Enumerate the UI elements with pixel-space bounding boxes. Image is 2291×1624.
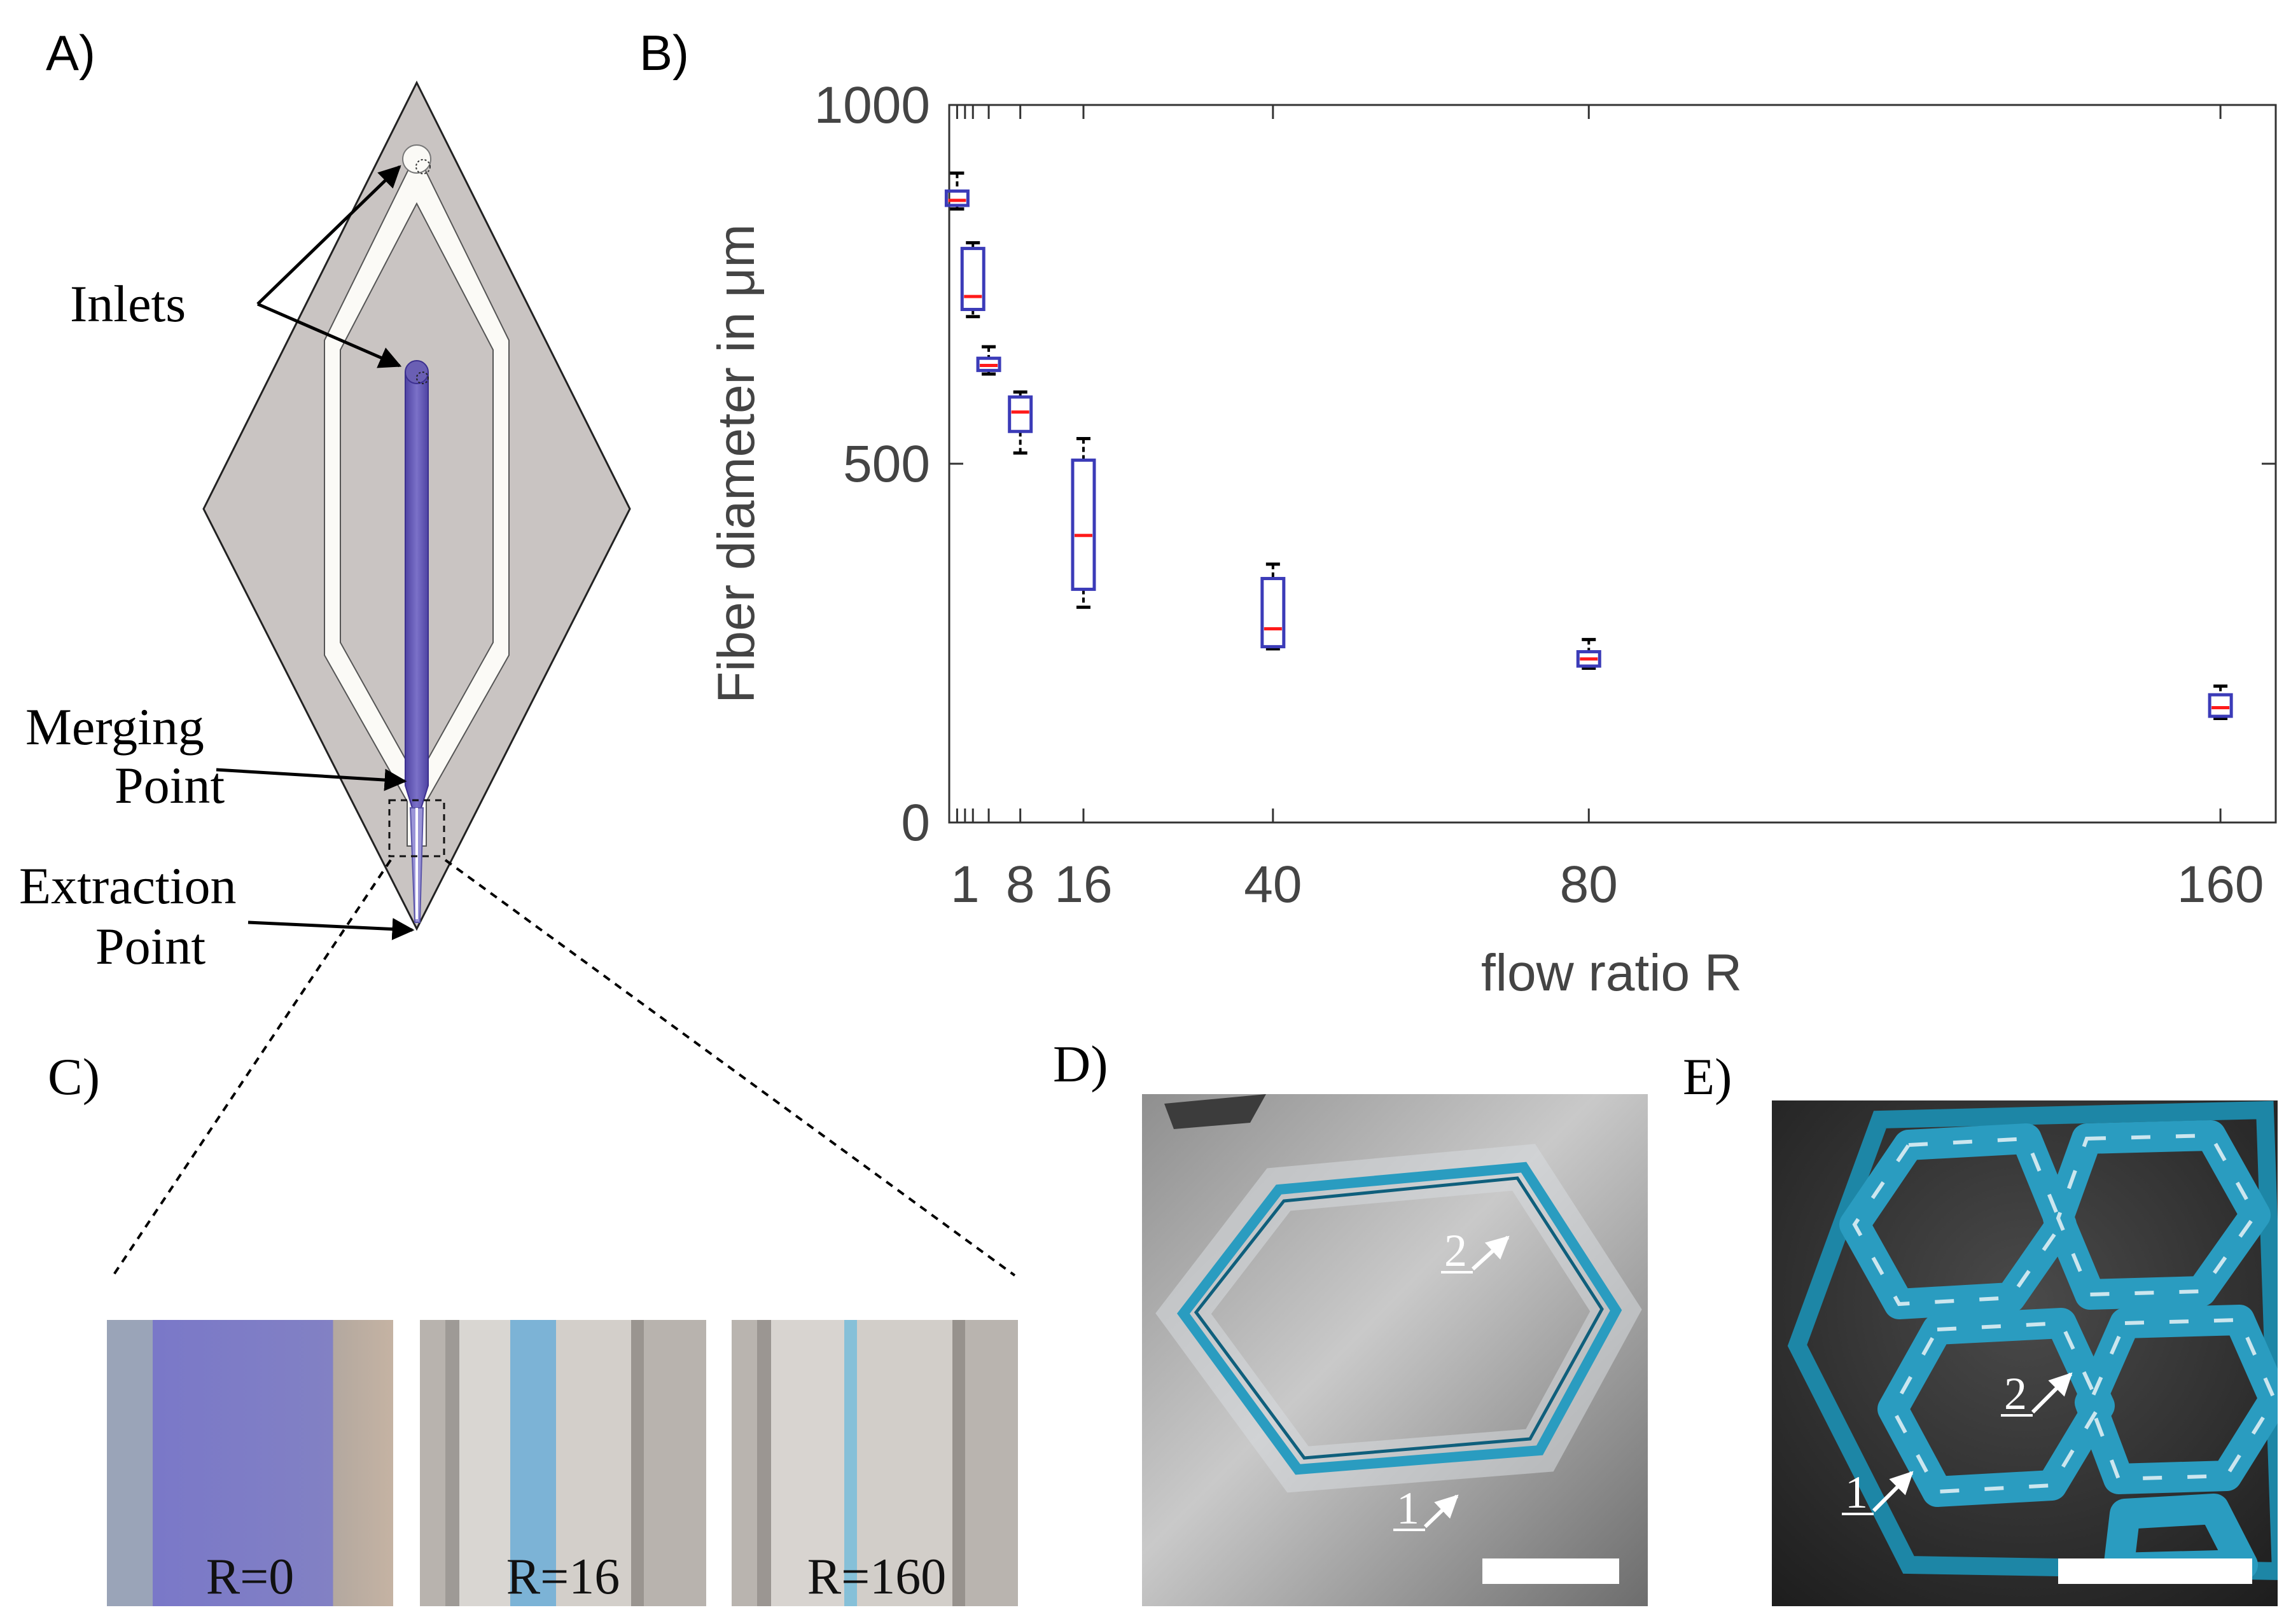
inlets-arrow-core	[257, 302, 402, 368]
box-body	[1008, 395, 1033, 433]
sheath-inlet	[402, 144, 431, 174]
micrograph-r160-core	[844, 1320, 857, 1606]
box-group	[944, 171, 970, 211]
photo-e-scale-bar	[2058, 1558, 2252, 1584]
x-tick-label: 80	[1560, 856, 1618, 913]
core-inlet-port	[416, 371, 429, 384]
core-inlet	[405, 360, 429, 384]
box-group	[1071, 437, 1096, 609]
y-axis-label: Fiber diameter in μm	[707, 224, 765, 704]
panel-e-label: E)	[1683, 1048, 1732, 1106]
box-body	[1260, 576, 1286, 649]
zoom-line-right	[444, 859, 1016, 1277]
photo-e-marker-2: 2	[2004, 1368, 2027, 1419]
panel-c-label: C)	[48, 1048, 100, 1106]
box-group	[1260, 562, 1286, 651]
panel-d-label: D)	[1053, 1035, 1108, 1093]
box-group	[2208, 684, 2233, 720]
photo-e-marker-1: 1	[1845, 1467, 1868, 1518]
y-tick-label: 1000	[814, 76, 930, 134]
inlets-label: Inlets	[70, 275, 186, 333]
panel-b-label: B)	[639, 25, 689, 81]
micrograph-r16: R=16	[420, 1320, 706, 1606]
box-body	[976, 356, 1001, 372]
box-body	[960, 247, 985, 311]
panel-c: C) R=0 R=16 R=160	[48, 1048, 1018, 1606]
extraction-arrow	[247, 918, 415, 941]
photo-d-marker-2: 2	[1444, 1225, 1467, 1276]
panel-d: D) 1 2	[1053, 1035, 1648, 1606]
micrograph-r160-sheath-left	[771, 1320, 844, 1606]
micrograph-r16-sheath-right	[556, 1320, 631, 1606]
photo-e	[1772, 1100, 2278, 1606]
merging-label-line2: Point	[115, 756, 225, 814]
micrograph-r0: R=0	[107, 1320, 393, 1606]
extraction-label-line1: Extraction	[19, 857, 237, 915]
photo-d-corner-object	[1164, 1094, 1266, 1129]
panel-a: A) Inlets Merging Point Extraction Point	[19, 25, 1016, 1277]
photo-d-fiber-ring	[1176, 1162, 1622, 1475]
micrograph-r0-image	[107, 1320, 393, 1606]
x-tick-label: 160	[2177, 856, 2264, 913]
box-group	[1576, 637, 1601, 670]
micrograph-r160: R=160	[732, 1320, 1018, 1606]
sheath-inlet-port	[415, 159, 431, 174]
boxes	[944, 171, 2233, 720]
micrograph-r16-core	[510, 1320, 556, 1606]
inlets-arrow-sheath	[256, 165, 401, 305]
panel-e: E) 1 2	[1683, 1048, 2278, 1606]
micrograph-r160-sheath-right	[857, 1320, 952, 1606]
micrograph-r16-sheath-left	[459, 1320, 510, 1606]
panel-a-label: A)	[46, 25, 95, 81]
x-tick-label: 8	[1006, 856, 1035, 913]
extraction-label-line2: Point	[95, 917, 205, 975]
micrograph-r16-wall-right	[631, 1320, 644, 1606]
photo-d-marker-1: 1	[1396, 1483, 1419, 1534]
x-tick-label: 16	[1054, 856, 1112, 913]
photo-d-scale-bar	[1482, 1558, 1619, 1584]
box-body	[1071, 458, 1096, 591]
x-tick-label: 40	[1244, 856, 1302, 913]
merging-label-line1: Merging	[25, 698, 204, 756]
box-body	[944, 189, 970, 207]
plot-frame	[948, 104, 2277, 824]
x-axis-label: flow ratio R	[1481, 944, 1742, 1002]
micrograph-r16-caption: R=16	[506, 1549, 620, 1605]
micrograph-r160-wall-right	[952, 1320, 965, 1606]
photo-d-marker-1-arrow	[1423, 1494, 1459, 1529]
photo-e-marker-1-arrow	[1872, 1471, 1914, 1513]
photo-d-fiber-inner-edge	[1194, 1176, 1604, 1460]
micrograph-r16-wall-left	[445, 1320, 459, 1606]
micrograph-r160-wall-left	[757, 1320, 771, 1606]
photo-d-marker-2-arrow	[1471, 1235, 1510, 1271]
box-group	[960, 241, 985, 319]
y-tick-label: 0	[901, 794, 930, 852]
micrograph-r160-caption: R=160	[807, 1549, 946, 1605]
merging-arrow	[216, 768, 407, 791]
photo-e-highlights	[1852, 1133, 2277, 1494]
x-tick-label: 1	[951, 856, 980, 913]
photo-e-marker-2-arrow	[2031, 1372, 2073, 1414]
box-group	[976, 345, 1001, 376]
micrograph-r0-caption: R=0	[206, 1549, 294, 1605]
zoom-region	[388, 799, 445, 857]
box-group	[1008, 390, 1033, 455]
y-axis-ticks: 0 500 1000	[814, 76, 2276, 852]
box-body	[1576, 650, 1601, 668]
box-body	[2208, 693, 2233, 718]
core-channel	[405, 371, 429, 809]
y-tick-label: 500	[843, 435, 930, 493]
